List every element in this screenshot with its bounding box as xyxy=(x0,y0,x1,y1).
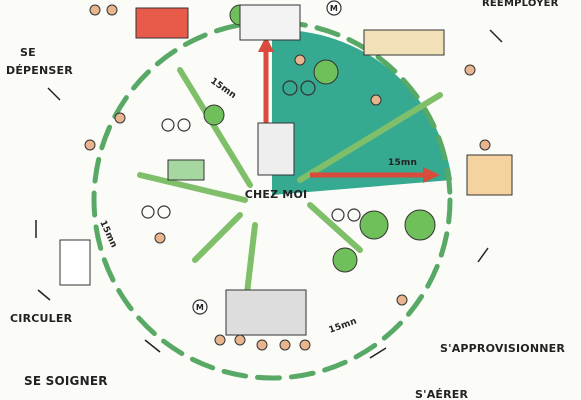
distance-label-bottom: 15mn xyxy=(328,316,359,335)
bicycles xyxy=(141,80,361,222)
label-s-approvisionner: S'APPROVISIONNER xyxy=(440,342,565,355)
red-arrows xyxy=(258,36,440,183)
trees xyxy=(203,4,436,273)
distance-label-top-left: 15mn xyxy=(208,76,238,101)
label-se: SE xyxy=(20,46,36,59)
buildings xyxy=(59,4,513,336)
label-circuler: CIRCULER xyxy=(10,312,73,325)
label-se-soigner: SE SOIGNER xyxy=(24,374,108,388)
label-reemployer: RÉEMPLOYER xyxy=(482,0,559,9)
distance-label-right: 15mn xyxy=(388,158,417,168)
center-label: CHEZ MOI xyxy=(245,188,308,201)
people xyxy=(84,4,491,351)
label-s-aerer: S'AÉRER xyxy=(415,388,469,400)
label-depenser: DÉPENSER xyxy=(6,64,73,77)
metro-sign-label-bottom: M xyxy=(196,303,204,312)
double-arrows xyxy=(35,29,503,359)
metro-signs: M M xyxy=(192,0,342,315)
metro-sign-label-top: M xyxy=(330,4,338,13)
